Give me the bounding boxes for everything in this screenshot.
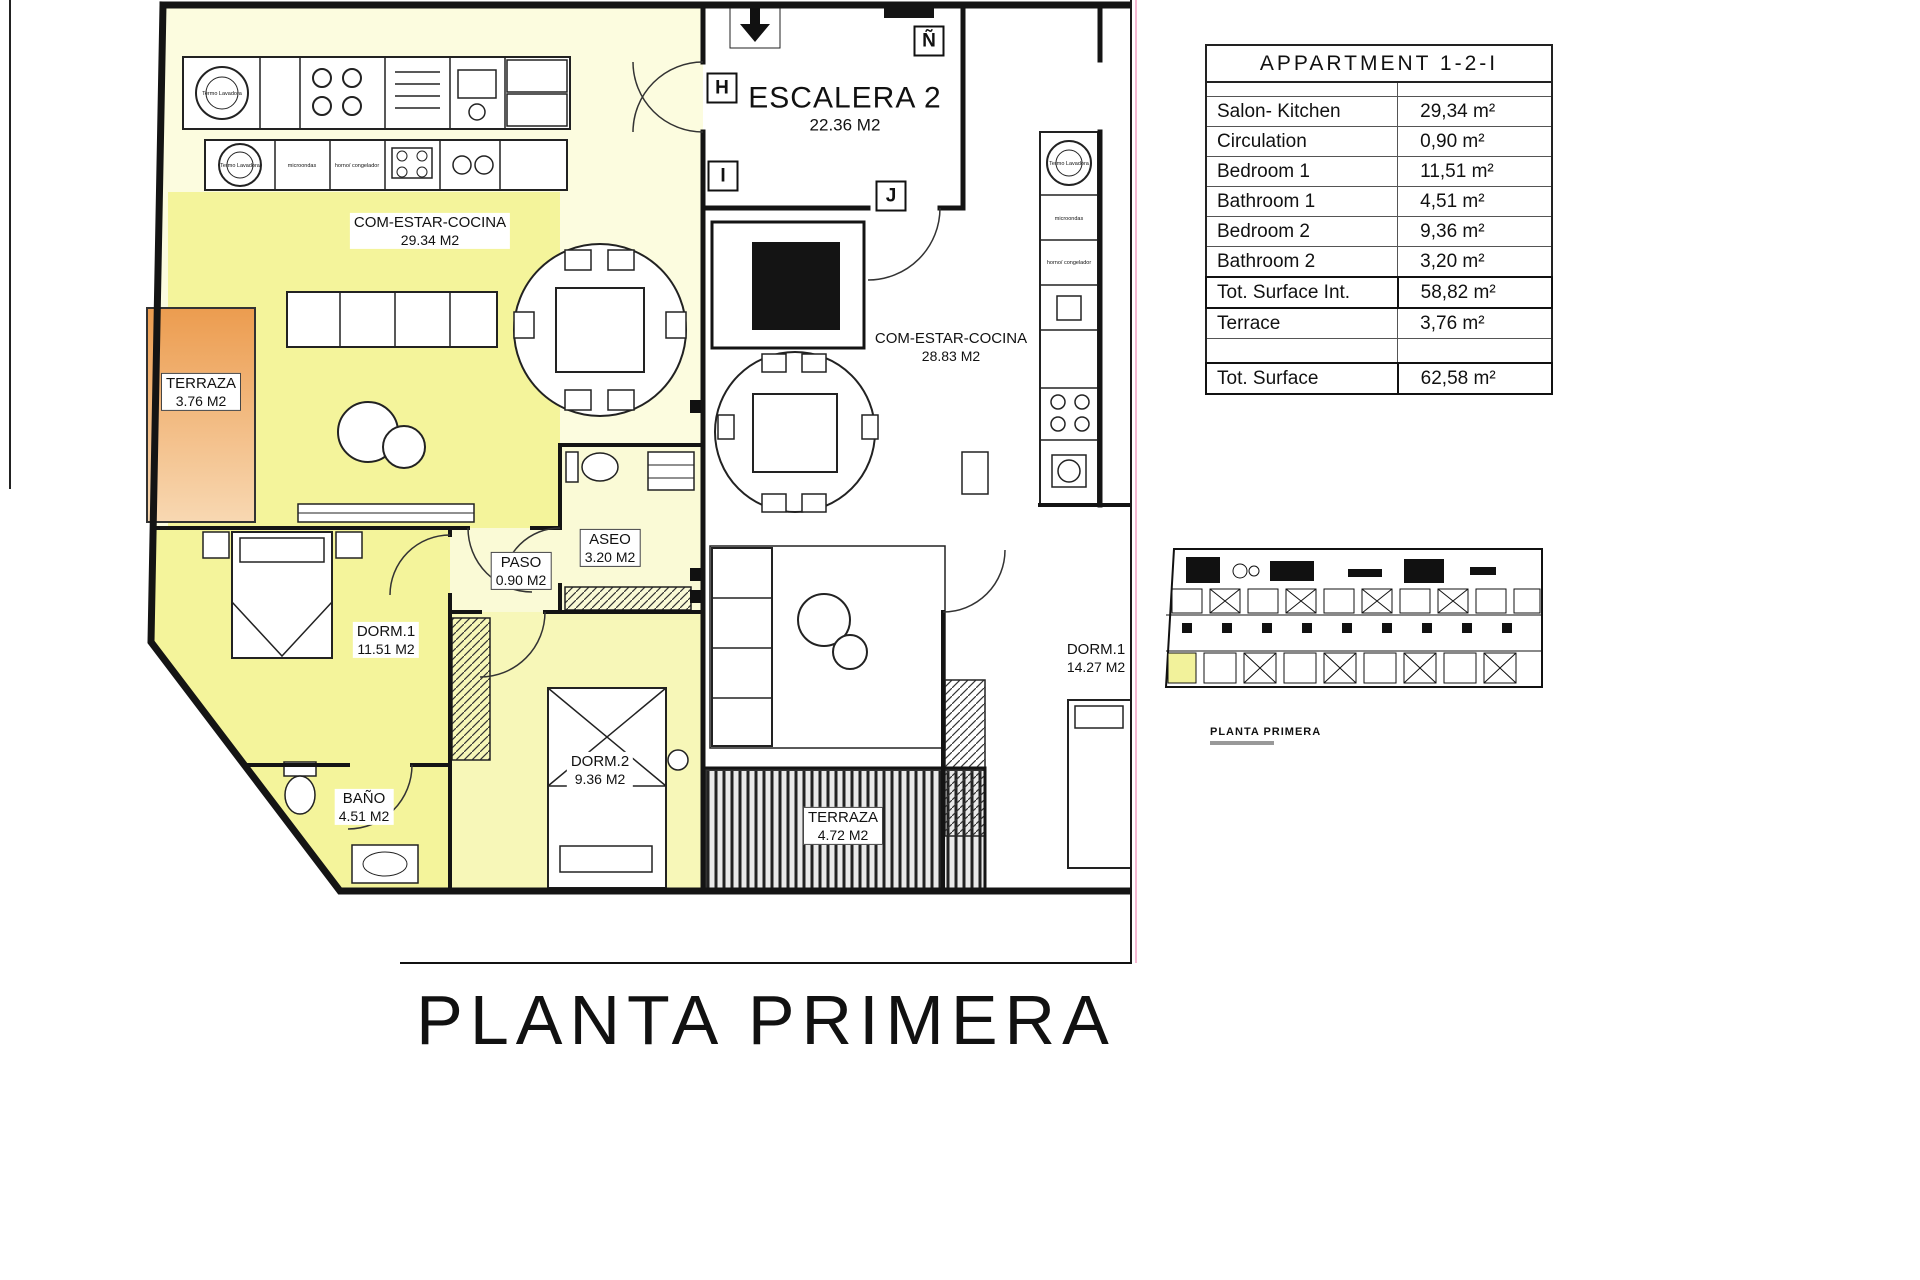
- floor-plan: Termo Lavadora Termo Lavadora microondas…: [146, 1, 1132, 895]
- grid-marker-j: J: [875, 180, 907, 212]
- washer-label: Termo Lavadora: [220, 163, 261, 169]
- washer-label: Termo Lavadora: [1049, 161, 1090, 167]
- row-label: Tot. Surface Int.: [1205, 276, 1399, 309]
- room-name: ASEO: [589, 530, 631, 548]
- furniture-right: [709, 351, 1132, 869]
- kitchen-right-labels: Termo Lavadora microondas horno/ congela…: [1047, 161, 1092, 266]
- row-label: Bedroom 1: [1205, 156, 1399, 187]
- row-value: 4,51 m²: [1397, 186, 1553, 217]
- room-label-com-estar-left: COM-ESTAR-COCINA 29.34 M2: [349, 212, 511, 250]
- room-name: COM-ESTAR-COCINA: [353, 213, 507, 231]
- furniture-left: [202, 243, 695, 889]
- plan-divider-line: [1130, 0, 1132, 963]
- title-rule-line: [400, 962, 1132, 964]
- room-area: 11.51 M2: [357, 640, 415, 657]
- room-area: 22.36 M2: [809, 115, 881, 135]
- minimap-units: [1171, 588, 1541, 684]
- electrical-boxes: [690, 400, 703, 603]
- room-area: 4.72 M2: [817, 826, 869, 843]
- microwave-label: microondas: [288, 163, 317, 169]
- grid-marker-h: H: [706, 72, 738, 104]
- overview-minimap: PLANTA PRIMERA: [1164, 548, 1543, 745]
- room-area: 3.76 M2: [175, 392, 227, 409]
- room-name: PASO: [500, 553, 542, 571]
- minimap-caption: PLANTA PRIMERA: [1210, 726, 1321, 738]
- oven-freezer-label: horno/ congelador: [335, 163, 380, 169]
- room-area: 14.27 M2: [1066, 658, 1126, 675]
- row-value: 0,90 m²: [1397, 126, 1553, 157]
- room-name: ESCALERA 2: [748, 81, 942, 115]
- room-name: BAÑO: [342, 789, 386, 807]
- room-label-escalera: ESCALERA 2 22.36 M2: [744, 79, 946, 137]
- row-value: 3,76 m²: [1397, 307, 1553, 339]
- room-label-dorm2: DORM.2 9.36 M2: [566, 751, 634, 789]
- room-area: 28.83 M2: [921, 347, 981, 364]
- room-area: 4.51 M2: [338, 807, 390, 824]
- table-title: APPARTMENT 1-2-I: [1205, 44, 1553, 83]
- microwave-label: microondas: [1055, 216, 1084, 222]
- room-name: DORM.2: [570, 752, 630, 770]
- page-title: PLANTA PRIMERA: [416, 981, 1116, 1059]
- row-label: Circulation: [1205, 126, 1399, 157]
- stair-arrow-icon: [729, 1, 781, 49]
- grid-marker-n: Ñ: [913, 25, 945, 57]
- oven-freezer-label: horno/ congelador: [1047, 260, 1092, 266]
- minimap-caption-subtext: [1210, 741, 1274, 745]
- room-name: DORM.1: [356, 622, 416, 640]
- room-area: 29.34 M2: [400, 231, 460, 248]
- row-value: 9,36 m²: [1397, 216, 1553, 247]
- row-value: 62,58 m²: [1396, 362, 1554, 395]
- room-area: 9.36 M2: [574, 770, 626, 787]
- row-value: 29,34 m²: [1397, 96, 1553, 127]
- row-value: 11,51 m²: [1397, 156, 1553, 187]
- room-name: COM-ESTAR-COCINA: [874, 329, 1028, 347]
- room-label-com-estar-right: COM-ESTAR-COCINA 28.83 M2: [870, 328, 1032, 366]
- pink-guide-line: [1135, 0, 1137, 963]
- room-name: TERRAZA: [165, 374, 237, 392]
- terrace-left-floor: [146, 307, 256, 523]
- row-label: Tot. Surface: [1205, 362, 1399, 395]
- room-label-paso: PASO 0.90 M2: [490, 551, 552, 591]
- room-area: 3.20 M2: [584, 548, 636, 565]
- row-label: Salon- Kitchen: [1205, 96, 1399, 127]
- row-value: 58,82 m²: [1396, 276, 1554, 309]
- room-name: TERRAZA: [807, 808, 879, 826]
- kitchen-right: [961, 131, 1099, 506]
- row-label: Bedroom 2: [1205, 216, 1399, 247]
- room-name: DORM.1: [1066, 640, 1126, 658]
- room-area: 0.90 M2: [495, 571, 547, 588]
- room-label-terraza-bottom: TERRAZA 4.72 M2: [802, 806, 884, 846]
- row-value: 3,20 m²: [1397, 246, 1553, 278]
- walls: [147, 1, 1132, 895]
- kitchen-left-labels: Termo Lavadora Termo Lavadora microondas…: [202, 91, 379, 169]
- kitchen-left: [182, 56, 571, 191]
- minimap-highlighted-unit: [1167, 652, 1197, 684]
- left-border-line: [9, 0, 11, 489]
- row-label: Bathroom 1: [1205, 186, 1399, 217]
- row-label: Bathroom 2: [1205, 246, 1399, 278]
- row-label: Terrace: [1205, 307, 1399, 339]
- minimap-amenities: [1186, 557, 1496, 583]
- minimap-core-squares: [1182, 623, 1512, 633]
- room-label-aseo: ASEO 3.20 M2: [579, 528, 641, 568]
- wardrobes: [451, 586, 986, 837]
- room-label-bano: BAÑO 4.51 M2: [334, 788, 394, 826]
- grid-marker-i: I: [707, 160, 739, 192]
- washer-label: Termo Lavadora: [202, 91, 243, 97]
- room-label-dorm1-right: DORM.1 14.27 M2: [1062, 639, 1130, 677]
- elevator: [710, 220, 866, 350]
- room-label-terraza-left: TERRAZA 3.76 M2: [160, 372, 242, 412]
- table-row-total-interior: Tot. Surface Int.58,82 m²: [1205, 276, 1554, 309]
- room-label-dorm1-left: DORM.1 11.51 M2: [352, 621, 420, 659]
